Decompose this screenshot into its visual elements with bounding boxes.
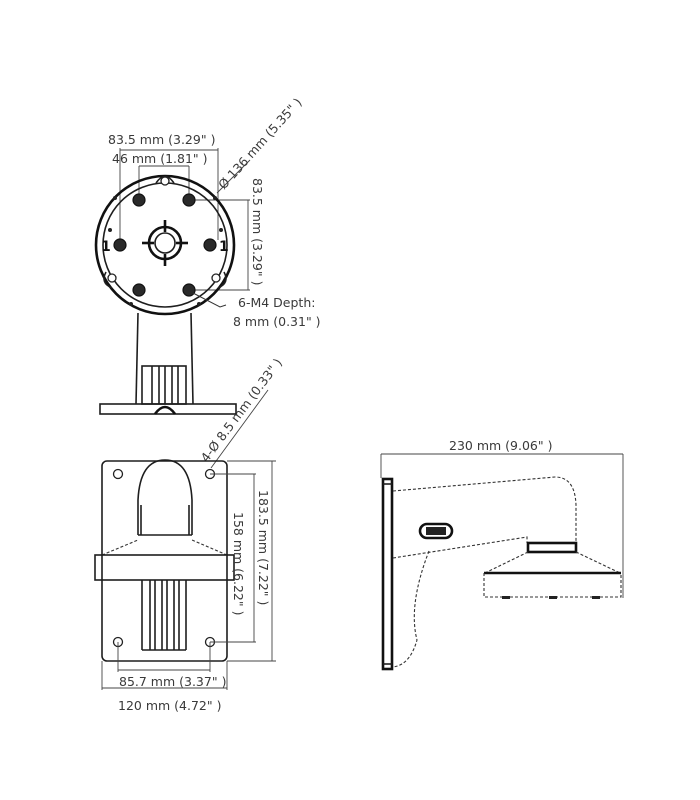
vertical-bolt-span-label: 83.5 mm (3.29" )	[250, 178, 265, 285]
outer-bolt-span-label: 83.5 mm (3.29" )	[108, 132, 215, 147]
marker-left: 1	[101, 239, 111, 255]
overall-height-label: 183.5 mm (7.22" )	[256, 490, 271, 605]
hole-callout-line1: 6-M4 Depth:	[238, 295, 315, 310]
side-view: 230 mm (9.06" )	[380, 438, 624, 671]
front-view: 4-Ø 8.5 mm (0.33" ) 183.5 mm (7.22" )	[94, 355, 285, 713]
top-view: 83.5 mm (3.29" ) 46 mm (1.81" ) Ø 136 mm…	[94, 95, 321, 415]
overall-length-label: 230 mm (9.06" )	[449, 438, 552, 453]
mount-holes-label: 4-Ø 8.5 mm (0.33" )	[197, 355, 285, 464]
inner-bolt-span-label: 46 mm (1.81" )	[112, 151, 208, 166]
overall-width-label: 120 mm (4.72" )	[118, 698, 221, 713]
hole-horizontal-span-label: 85.7 mm (3.37" )	[119, 674, 226, 689]
hole-vertical-span-label: 158 mm (6.22" )	[231, 512, 246, 615]
marker-right: 1	[219, 239, 229, 255]
hole-callout-line2: 8 mm (0.31" )	[233, 314, 321, 329]
